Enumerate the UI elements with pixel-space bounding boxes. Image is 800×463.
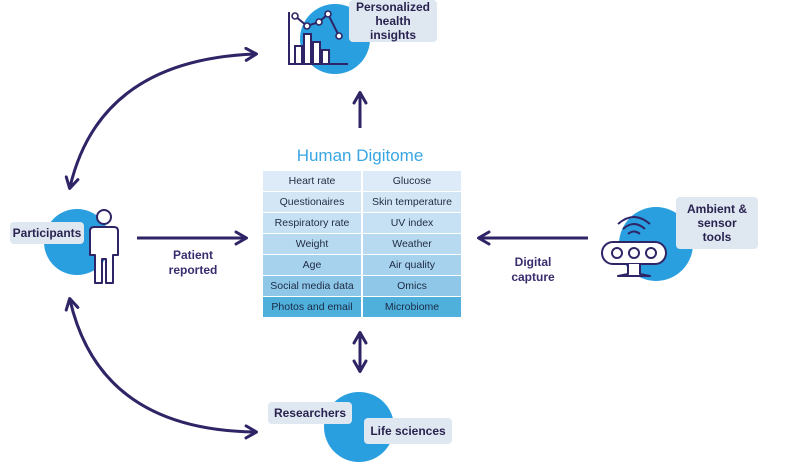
arc-participants-researchers (64, 297, 258, 440)
life-sciences-label: Life sciences (364, 418, 452, 444)
digitome-cell: Air quality (363, 255, 461, 275)
digitome-cell: Glucose (363, 171, 461, 191)
digitome-cell: Omics (363, 276, 461, 296)
digitome-table: Heart rate Questionaires Respiratory rat… (263, 171, 461, 318)
digitome-cell: Social media data (263, 276, 361, 296)
person-icon (89, 209, 119, 284)
digitome-cell: UV index (363, 213, 461, 233)
digitome-title: Human Digitome (296, 146, 424, 165)
researchers-label: Researchers (268, 402, 352, 424)
chart-icon (288, 10, 348, 65)
digital-capture-label: Digital capture (511, 255, 555, 284)
arc-participants-insights (64, 46, 258, 190)
sensor-icon (601, 216, 667, 277)
sensors-label: Ambient & sensor tools (676, 197, 758, 249)
digitome-cell: Photos and email (263, 297, 361, 317)
digitome-cell: Microbiome (363, 297, 461, 317)
digitome-cell: Skin temperature (363, 192, 461, 212)
digitome-cell: Respiratory rate (263, 213, 361, 233)
digitome-cell: Weight (263, 234, 361, 254)
digitome-left-column: Heart rate Questionaires Respiratory rat… (263, 171, 361, 318)
patient-reported-label: Patient reported (168, 248, 218, 277)
digitome-cell: Heart rate (263, 171, 361, 191)
digitome-cell: Age (263, 255, 361, 275)
participants-label: Participants (10, 222, 84, 244)
digitome-cell: Weather (363, 234, 461, 254)
digitome-cell: Questionaires (263, 192, 361, 212)
digitome-right-column: Glucose Skin temperature UV index Weathe… (363, 171, 461, 318)
insights-label: Personalized health insights (349, 0, 437, 42)
